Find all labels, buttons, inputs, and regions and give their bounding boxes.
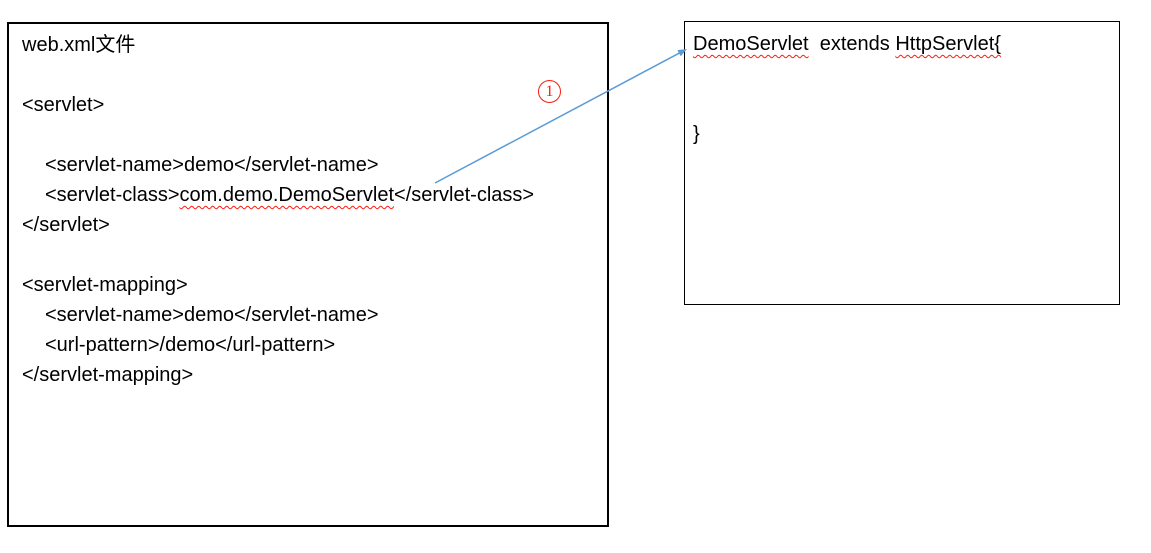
webxml-code: web.xml文件 <servlet> <servlet-name>demo</… — [9, 24, 607, 390]
code-line: <servlet-name>demo</servlet-name> — [22, 150, 607, 180]
code-text: <servlet-name>demo</servlet-name> — [45, 154, 379, 176]
code-text: <servlet-name>demo</servlet-name> — [45, 304, 379, 326]
spellcheck-flagged-text: DemoServlet — [693, 33, 809, 55]
code-text: web.xml文件 — [22, 34, 136, 56]
code-text: </servlet-class> — [394, 184, 535, 206]
code-line: } — [693, 119, 1119, 149]
code-text: <servlet-mapping> — [22, 274, 188, 296]
code-line: DemoServlet extends HttpServlet{ — [693, 29, 1119, 59]
code-line: web.xml文件 — [22, 30, 607, 60]
code-line: </servlet-mapping> — [22, 360, 607, 390]
code-text: extends — [808, 33, 896, 55]
code-line: <servlet-mapping> — [22, 270, 607, 300]
code-text: <servlet-class> — [45, 184, 180, 206]
code-line — [693, 89, 1119, 119]
code-line: <servlet-name>demo</servlet-name> — [22, 300, 607, 330]
servlet-class-box: DemoServlet extends HttpServlet{ } — [684, 21, 1120, 305]
webxml-file-box: web.xml文件 <servlet> <servlet-name>demo</… — [7, 22, 609, 527]
code-text: } — [693, 123, 700, 145]
code-line — [22, 60, 607, 90]
code-text: <url-pattern>/demo</url-pattern> — [45, 334, 336, 356]
code-text: </servlet-mapping> — [22, 364, 194, 386]
code-line: </servlet> — [22, 210, 607, 240]
step-1-badge: 1 — [538, 80, 561, 103]
code-line — [693, 59, 1119, 89]
step-1-label: 1 — [545, 83, 554, 100]
code-text: </servlet> — [22, 214, 110, 236]
code-line — [22, 240, 607, 270]
code-text: <servlet> — [22, 94, 105, 116]
code-line: <servlet-class>com.demo.DemoServlet</ser… — [22, 180, 607, 210]
code-line: <url-pattern>/demo</url-pattern> — [22, 330, 607, 360]
spellcheck-flagged-text: com.demo.DemoServlet — [179, 184, 395, 206]
code-line: <servlet> — [22, 90, 607, 120]
spellcheck-flagged-text: HttpServlet{ — [895, 33, 1001, 55]
servlet-class-code: DemoServlet extends HttpServlet{ } — [685, 22, 1119, 149]
code-line — [22, 120, 607, 150]
